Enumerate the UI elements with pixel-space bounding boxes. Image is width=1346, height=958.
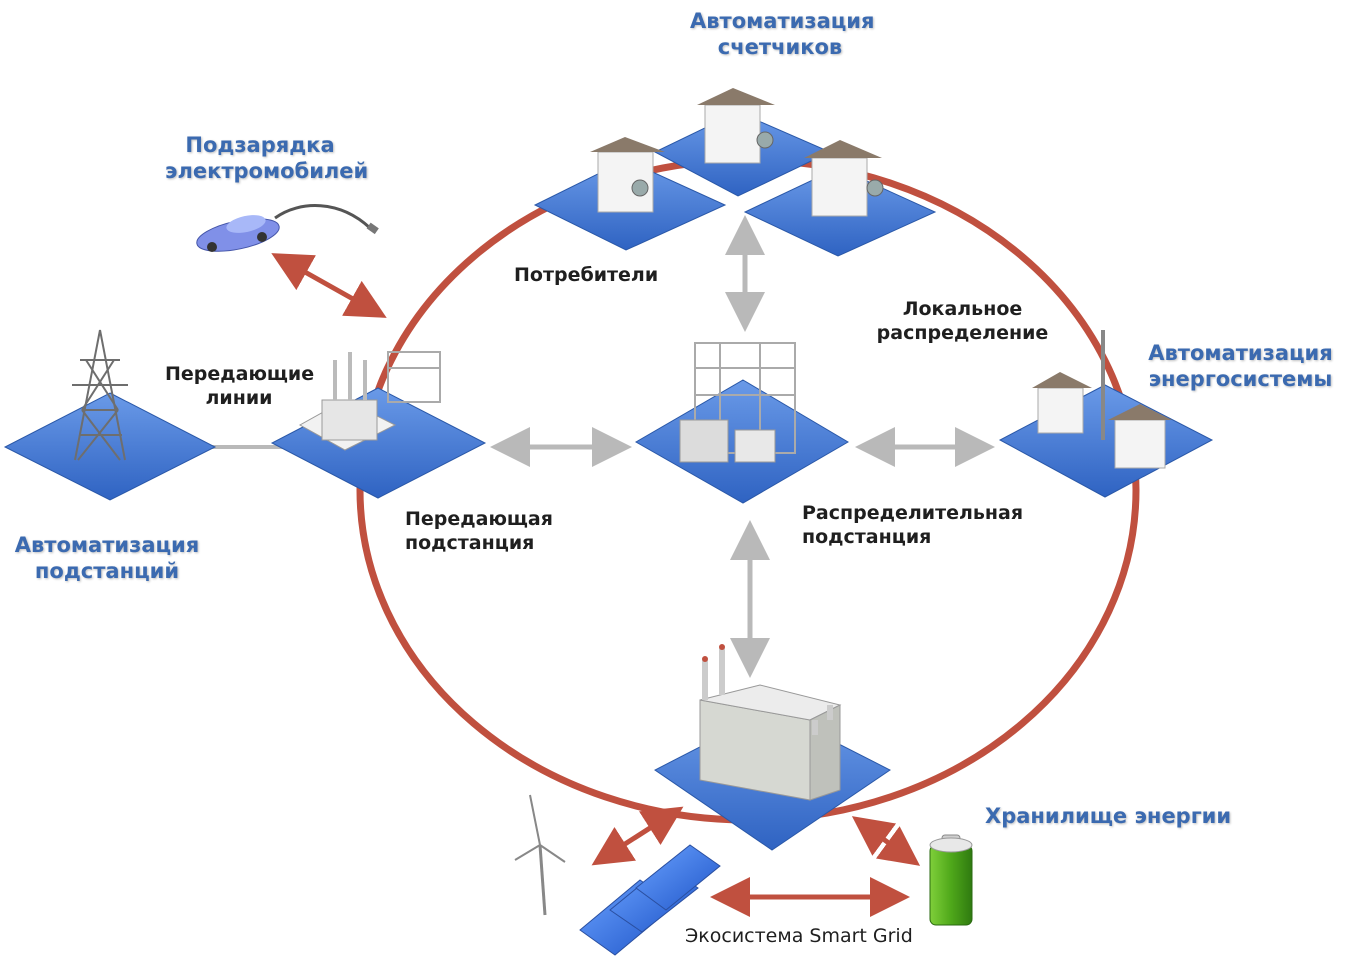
solar-panel-icon <box>579 844 721 956</box>
label-energy-storage: Хранилище энергии <box>985 804 1232 828</box>
label-consumers: Потребители <box>514 264 659 286</box>
power-plant-icon <box>699 644 842 801</box>
label-substation-automation: Автоматизация подстанций <box>14 533 200 584</box>
label-transmission-substation: Передающая подстанция <box>405 508 553 554</box>
house-icon <box>804 140 884 217</box>
label-transmission-lines: Передающие линии <box>165 363 315 409</box>
label-grid-automation: Автоматизация энергосистемы <box>1148 341 1333 392</box>
house-icon <box>697 88 775 164</box>
electric-car-icon <box>196 204 379 252</box>
label-meter-automation: Автоматизация счетчиков <box>690 9 875 60</box>
wind-turbine-icon <box>514 794 566 916</box>
house-icon <box>590 137 665 213</box>
platform-grid <box>998 384 1214 498</box>
label-ecosystem: Экосистема Smart Grid <box>685 925 913 947</box>
arrow-plant-to-wind <box>591 806 684 866</box>
label-ev-charging: Подзарядка электромобилей <box>165 133 369 184</box>
house-icon <box>1108 404 1172 469</box>
label-local-distribution: Локальное распределение <box>876 298 1049 344</box>
house-icon <box>1032 372 1092 434</box>
arrow-plant-to-battery <box>851 816 921 866</box>
label-distribution-substation: Распределительная подстанция <box>802 502 1024 548</box>
arrow-ev-charging <box>271 253 387 318</box>
transmission-substation-icon <box>298 351 441 451</box>
battery-icon <box>929 834 973 926</box>
distribution-substation-icon <box>679 342 796 463</box>
transmission-tower-icon <box>72 329 128 461</box>
